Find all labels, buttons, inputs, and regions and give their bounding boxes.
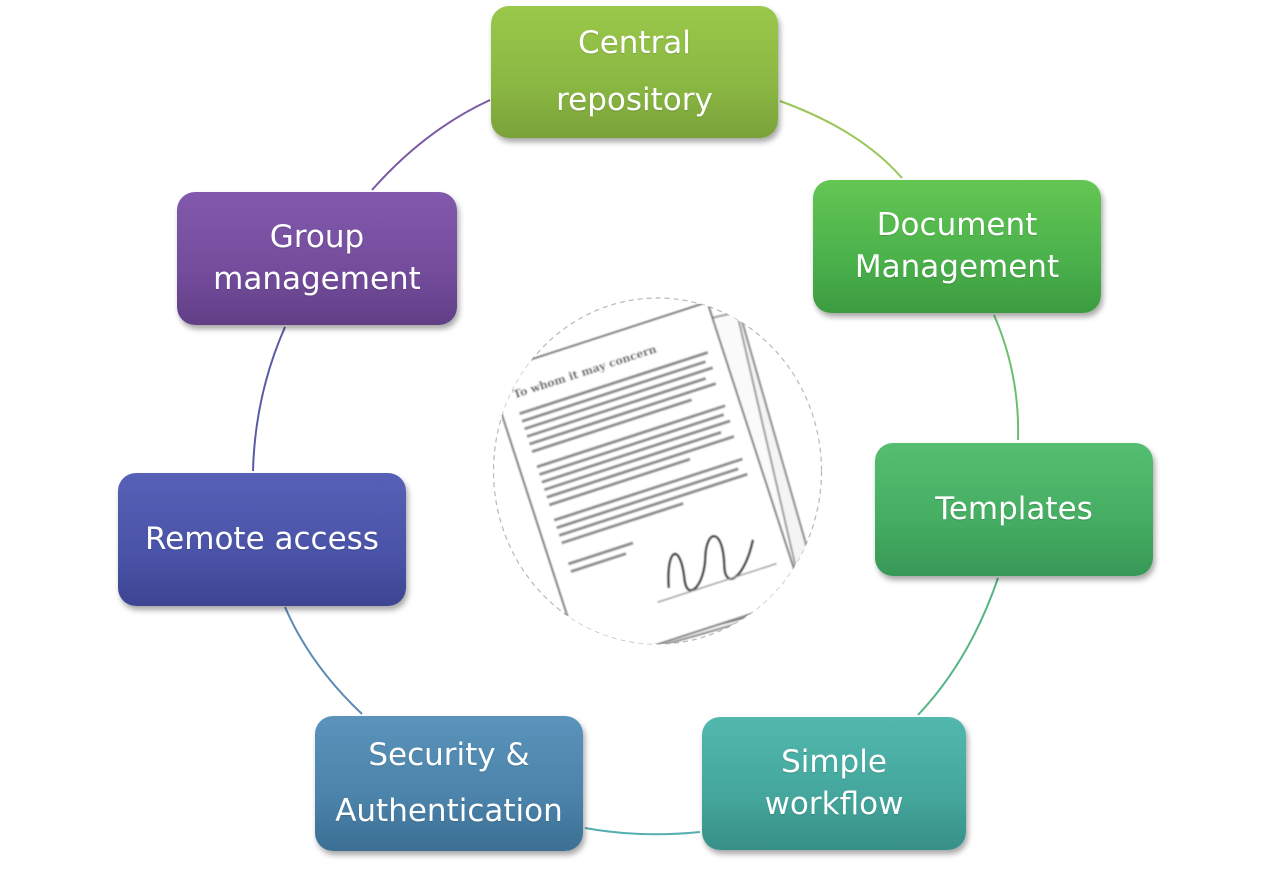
security-authentication-label: Security & Authentication — [335, 736, 563, 829]
remote-access-node: Remote access — [118, 473, 406, 606]
templates-node: Templates — [875, 443, 1153, 576]
templates-label: Templates — [935, 490, 1093, 527]
group-management-node: Group management — [177, 192, 457, 325]
central-repository-node: Central repository — [491, 6, 778, 138]
document-management-node: Document Management — [813, 180, 1101, 313]
central-repository-label: Central repository — [556, 24, 713, 118]
connector-workflow-security — [584, 827, 701, 836]
simple-workflow-node: Simple workflow — [702, 717, 966, 850]
security-authentication-node: Security & Authentication — [315, 716, 583, 851]
signed-document-icon: To whom it may concern — [492, 297, 823, 645]
connector-remote-group — [252, 326, 286, 472]
signed-document-illustration: To whom it may concern — [492, 296, 823, 646]
simple-workflow-label: Simple workflow — [764, 743, 904, 822]
connector-templates-workflow — [917, 577, 999, 716]
connector-document-templates — [993, 314, 1020, 441]
connector-security-remote — [284, 606, 363, 715]
group-management-label: Group management — [213, 218, 421, 297]
remote-access-label: Remote access — [145, 520, 379, 557]
connector-central-document — [779, 100, 903, 179]
document-management-label: Document Management — [854, 206, 1060, 285]
connector-group-central — [371, 99, 491, 191]
